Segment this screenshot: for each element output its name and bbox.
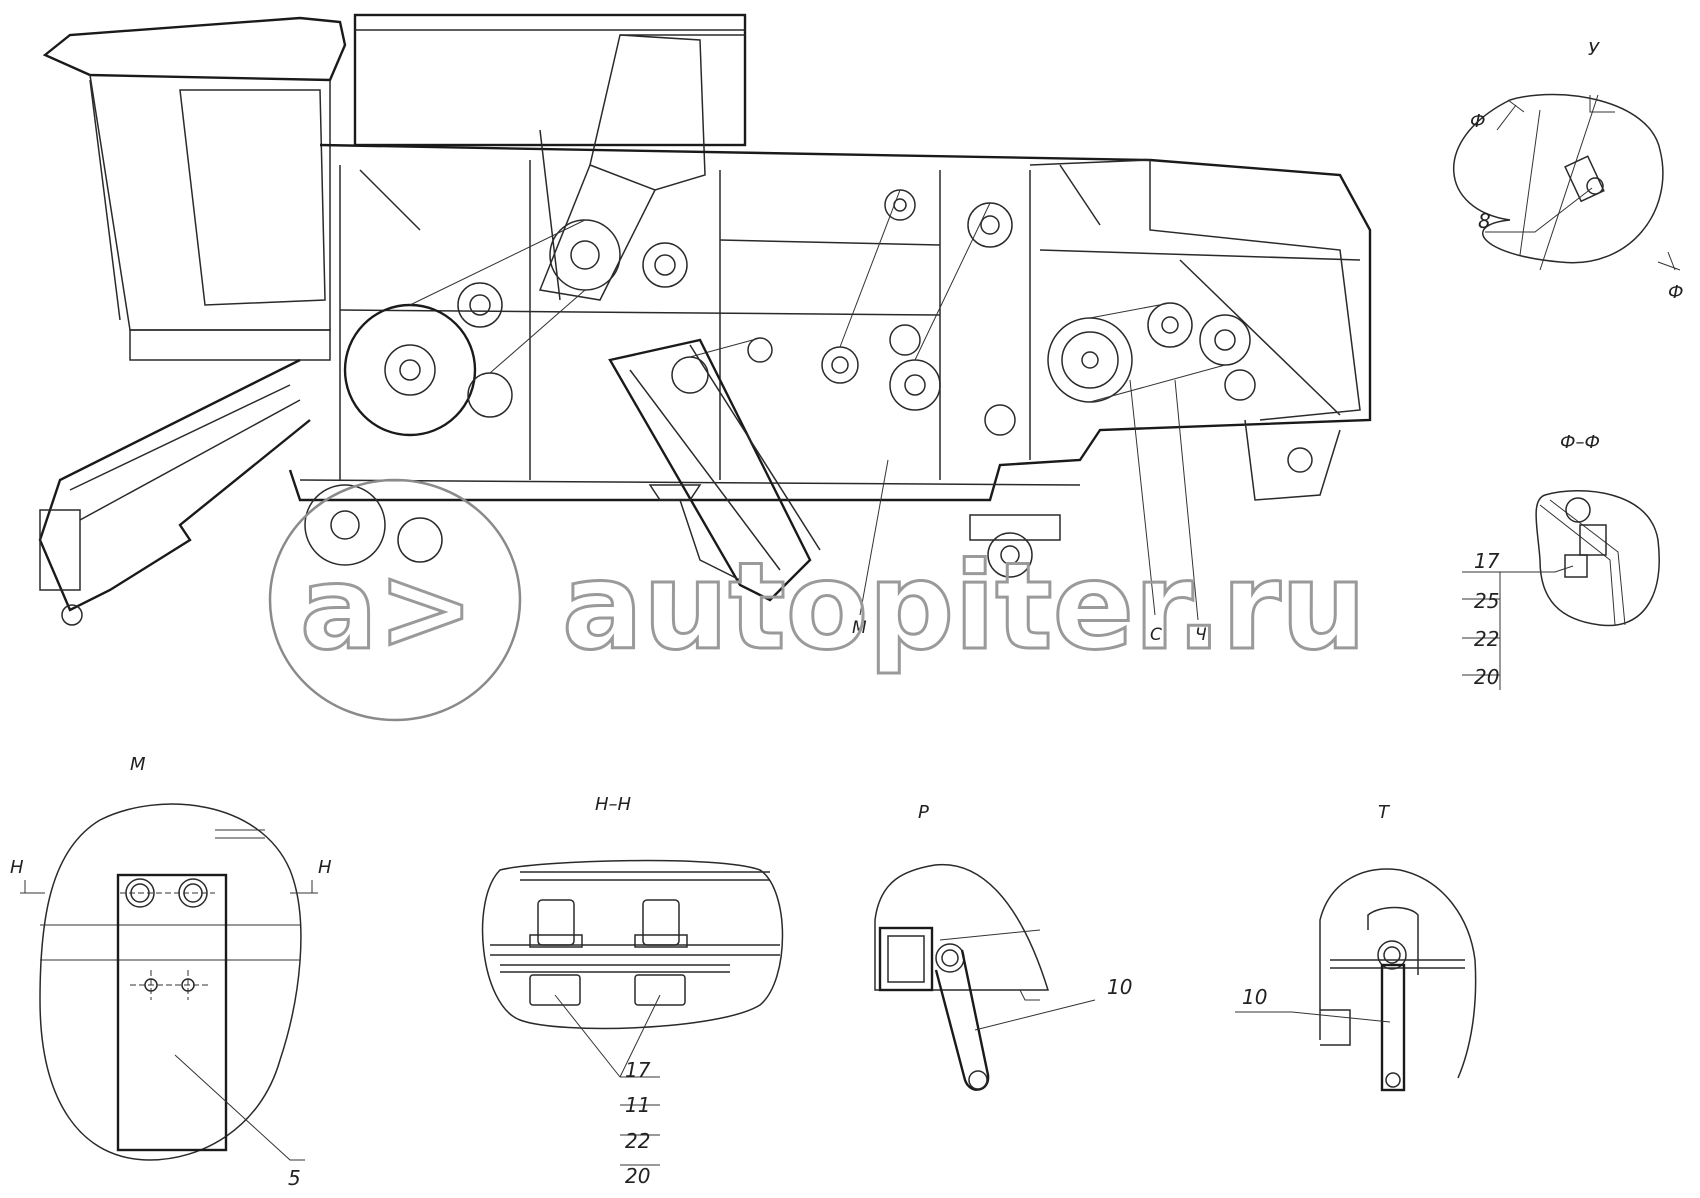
chassis-frame	[288, 143, 1372, 502]
view-ff-callout-22: 22	[1474, 627, 1499, 651]
view-p-title: Р	[918, 802, 929, 823]
view-ff-callout-17: 17	[1474, 549, 1500, 573]
view-t-outline	[1319, 868, 1477, 1079]
watermark: a> autopiter.ru	[268, 478, 1368, 722]
view-hh-callout-17: 17	[625, 1058, 651, 1082]
view-m-title: М	[130, 754, 146, 775]
marker-ch: Ч	[1195, 625, 1207, 645]
cab-floor	[129, 329, 331, 361]
harvester-side-view	[38, 13, 1372, 626]
watermark-logo: a>	[300, 542, 474, 676]
cab-roof	[42, 16, 347, 82]
view-m: М 5 Н Н	[10, 754, 332, 1190]
cab-window	[179, 89, 326, 306]
drive-pulleys	[304, 189, 1313, 578]
view-hh-callout-22: 22	[625, 1129, 650, 1153]
marker-s: С	[1150, 625, 1162, 645]
view-hh-callout-11: 11	[625, 1093, 650, 1117]
view-u-mark-a: Ф	[1470, 111, 1486, 132]
elevator-housing	[589, 34, 706, 191]
view-t-callout-10: 10	[1242, 985, 1267, 1009]
view-m-mark-a: Н	[10, 857, 24, 878]
view-hh-outline	[481, 859, 784, 1030]
view-p-outline	[874, 863, 1050, 991]
view-p-callout-10: 10	[1107, 975, 1132, 999]
header-bracket	[39, 509, 81, 591]
unloading-arm	[608, 338, 812, 602]
view-ff-callout-25: 25	[1474, 589, 1499, 613]
view-ff-callout-20: 20	[1474, 665, 1499, 689]
watermark-text: autopiter.ru	[562, 538, 1366, 677]
view-m-mark-b: Н	[318, 857, 332, 878]
grain-tank	[353, 13, 747, 147]
watermark-logo-circle	[268, 478, 522, 722]
view-t-lever-10	[1380, 963, 1406, 1092]
view-p: Р 10	[874, 802, 1132, 1091]
drive-belts	[409, 189, 1226, 403]
view-p-tube	[878, 926, 934, 992]
cab-body	[89, 74, 331, 331]
view-hh-callout-20: 20	[625, 1164, 650, 1188]
view-t-title: Т	[1378, 802, 1391, 823]
view-t: Т 10	[1235, 802, 1477, 1092]
rear-hood	[1029, 159, 1361, 421]
marker-m: М	[852, 618, 867, 638]
view-u-title: У	[1588, 39, 1600, 60]
view-ff-title: Ф–Ф	[1560, 432, 1600, 453]
view-u-outline	[1453, 93, 1664, 264]
feeder-house	[38, 358, 311, 612]
view-hh-bolts	[529, 899, 688, 1006]
view-hh-title: Н–Н	[595, 794, 632, 815]
view-ff-outline	[1535, 490, 1660, 627]
view-hh: Н–Н 17 11 22 20	[481, 794, 784, 1188]
view-u-mark-b: Ф	[1668, 282, 1684, 303]
view-m-plate-5	[116, 873, 228, 1152]
view-m-callout-5: 5	[288, 1166, 301, 1190]
view-u-callout-8: 8	[1478, 209, 1491, 233]
view-ff: Ф–Ф 17 25 22 20	[1462, 432, 1660, 690]
view-u: У 8 Ф Ф	[1453, 39, 1684, 303]
view-m-outline	[39, 803, 302, 1161]
view-u-bolt	[1586, 177, 1604, 195]
